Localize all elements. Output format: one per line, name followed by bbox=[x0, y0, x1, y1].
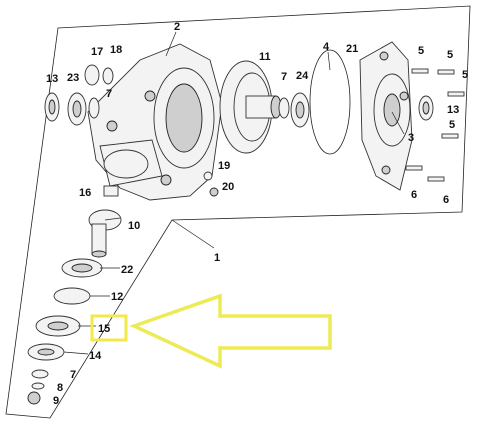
callout-2: 2 bbox=[174, 21, 180, 33]
leader-lines bbox=[63, 31, 405, 355]
right-seal bbox=[418, 95, 434, 121]
callout-10: 10 bbox=[128, 220, 140, 232]
callout-5-d: 5 bbox=[449, 119, 455, 131]
callout-1: 1 bbox=[214, 252, 220, 264]
callout-17: 17 bbox=[91, 46, 103, 58]
callout-21: 21 bbox=[346, 43, 358, 55]
callout-12: 12 bbox=[111, 291, 123, 303]
callout-19: 19 bbox=[218, 160, 230, 172]
callout-5-a: 5 bbox=[418, 45, 424, 57]
callout-9: 9 bbox=[53, 395, 59, 407]
pinion-gear bbox=[88, 209, 122, 258]
washer-19 bbox=[203, 171, 213, 181]
callout-20: 20 bbox=[222, 181, 234, 193]
bolts bbox=[405, 68, 465, 182]
plug-16 bbox=[103, 185, 119, 197]
callout-16: 16 bbox=[79, 187, 91, 199]
callout-6-a: 6 bbox=[411, 189, 417, 201]
cover bbox=[359, 41, 413, 191]
callout-7-center: 7 bbox=[281, 71, 287, 83]
o-ring bbox=[309, 49, 351, 155]
callout-8: 8 bbox=[57, 382, 63, 394]
callout-14: 14 bbox=[89, 350, 102, 362]
callout-7-lower: 7 bbox=[70, 369, 76, 381]
callout-23: 23 bbox=[67, 72, 79, 84]
callout-11: 11 bbox=[259, 51, 271, 63]
highlight-arrow bbox=[129, 293, 332, 369]
callout-24: 24 bbox=[296, 70, 309, 82]
callout-3: 3 bbox=[408, 132, 414, 144]
callout-18: 18 bbox=[110, 44, 122, 56]
callout-labels: 2 17 18 13 23 7 11 7 24 4 21 5 5 5 13 5 … bbox=[46, 21, 468, 407]
callout-7-left: 7 bbox=[106, 88, 112, 100]
screw-20 bbox=[209, 187, 219, 197]
highlight-box bbox=[90, 314, 128, 342]
callout-5-b: 5 bbox=[447, 49, 453, 61]
ring-gear bbox=[219, 60, 282, 154]
callout-5-c: 5 bbox=[462, 69, 468, 81]
callout-4: 4 bbox=[323, 41, 330, 53]
main-housing bbox=[87, 43, 223, 201]
callout-13-right: 13 bbox=[447, 104, 459, 116]
callout-22: 22 bbox=[121, 264, 133, 276]
callout-15: 15 bbox=[98, 323, 110, 335]
left-bearing-stack bbox=[44, 64, 114, 126]
callout-13-left: 13 bbox=[46, 73, 58, 85]
callout-6-b: 6 bbox=[443, 194, 449, 206]
center-bearings bbox=[278, 92, 310, 128]
